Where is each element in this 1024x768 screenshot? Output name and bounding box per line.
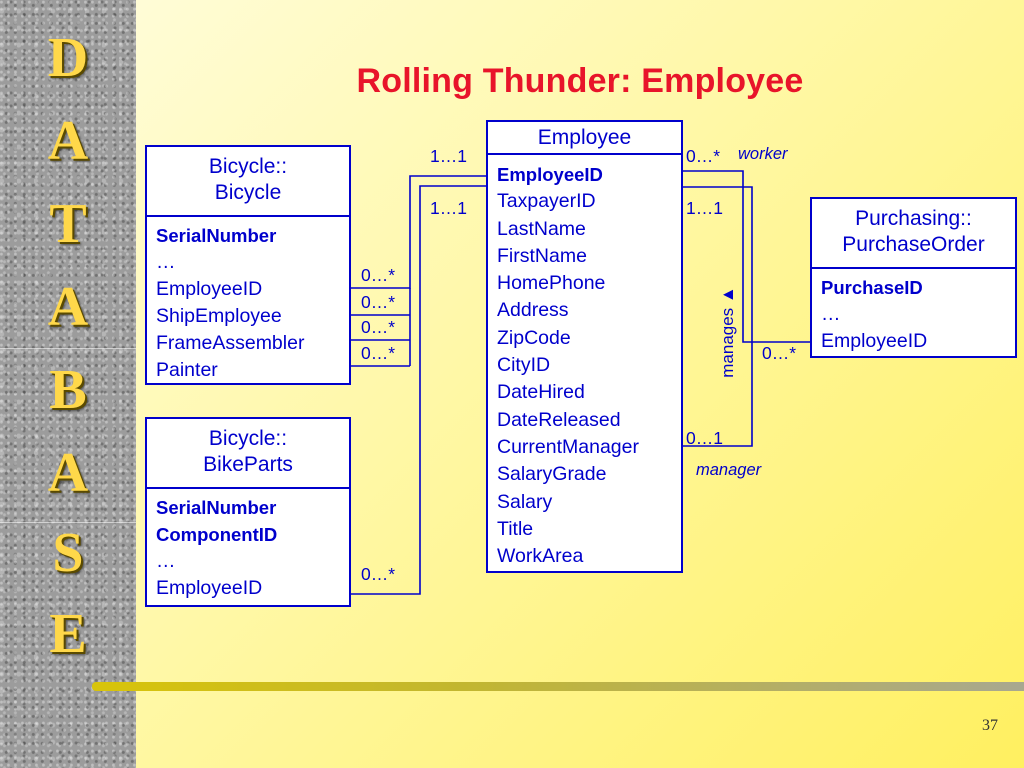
class-title: PurchaseOrder bbox=[842, 233, 985, 256]
attribute: WorkArea bbox=[497, 545, 584, 568]
granite-side-strip bbox=[0, 0, 136, 768]
attribute: Painter bbox=[156, 359, 218, 381]
side-letter: S bbox=[52, 522, 84, 584]
multiplicity-label: 1…1 bbox=[430, 146, 467, 166]
class-namespace: Bicycle:: bbox=[208, 155, 288, 178]
role-label-worker: worker bbox=[738, 145, 788, 163]
role-label-manages: manages ▲ bbox=[718, 286, 737, 378]
multiplicity-label: 1…1 bbox=[686, 198, 723, 218]
attribute: EmployeeID bbox=[497, 164, 603, 185]
attribute: SalaryGrade bbox=[497, 463, 607, 486]
strip-divider bbox=[0, 522, 136, 523]
attribute: SerialNumber bbox=[156, 497, 277, 518]
multiplicity-label: 0…* bbox=[686, 146, 721, 166]
employee-class-box[interactable]: Employee EmployeeID TaxpayerID LastName … bbox=[486, 120, 683, 573]
employee-attributes: EmployeeID TaxpayerID LastName FirstName… bbox=[488, 155, 681, 570]
attribute: FrameAssembler bbox=[156, 332, 305, 354]
side-letter: A bbox=[47, 110, 89, 172]
attribute: PurchaseID bbox=[821, 277, 923, 298]
role-label-manager: manager bbox=[696, 461, 762, 479]
side-letter: E bbox=[49, 603, 87, 665]
attribute: HomePhone bbox=[497, 272, 606, 295]
side-letter: B bbox=[49, 359, 87, 421]
attribute: ComponentID bbox=[156, 524, 278, 545]
multiplicity-label: 0…* bbox=[361, 564, 396, 584]
multiplicity-label: 0…* bbox=[361, 265, 396, 285]
multiplicity-label: 1…1 bbox=[430, 198, 467, 218]
bicycle-class-name: Bicycle:: Bicycle bbox=[147, 147, 349, 217]
attribute: Title bbox=[497, 517, 534, 540]
multiplicity-label: 0…* bbox=[762, 343, 797, 363]
purchase-order-class-box[interactable]: Purchasing:: PurchaseOrder PurchaseID … … bbox=[810, 197, 1017, 358]
attribute: FirstName bbox=[497, 244, 587, 267]
class-title: Bicycle bbox=[214, 181, 282, 204]
attribute: ZipCode bbox=[497, 326, 571, 349]
attribute: ShipEmployee bbox=[156, 305, 282, 327]
side-letter: A bbox=[47, 276, 89, 338]
slide-title: Rolling Thunder: Employee bbox=[356, 62, 804, 100]
bottom-rule bbox=[92, 682, 1024, 691]
bikeparts-employee-link bbox=[350, 185, 486, 595]
side-letter: A bbox=[47, 442, 89, 504]
class-namespace: Bicycle:: bbox=[208, 427, 288, 450]
employee-purchase-link bbox=[682, 170, 810, 343]
attribute: SerialNumber bbox=[156, 225, 277, 246]
attribute: EmployeeID bbox=[156, 577, 263, 599]
bikeparts-attributes: SerialNumber ComponentID … EmployeeID bbox=[147, 489, 349, 602]
attribute: EmployeeID bbox=[821, 330, 928, 352]
attribute: … bbox=[156, 550, 176, 572]
multiplicity-label: 0…* bbox=[361, 343, 396, 363]
bikeparts-class-name: Bicycle:: BikeParts bbox=[147, 419, 349, 489]
bicycle-attributes: SerialNumber … EmployeeID ShipEmployee F… bbox=[147, 217, 349, 384]
strip-divider bbox=[0, 348, 136, 349]
page-number: 37 bbox=[982, 717, 998, 734]
attribute: … bbox=[156, 251, 176, 273]
employee-manager-link bbox=[682, 186, 753, 447]
purchase-order-class-name: Purchasing:: PurchaseOrder bbox=[812, 199, 1015, 269]
attribute: DateHired bbox=[497, 381, 585, 404]
attribute: LastName bbox=[497, 217, 586, 240]
side-letter: T bbox=[49, 193, 87, 255]
attribute: TaxpayerID bbox=[497, 190, 596, 213]
bicycle-employee-link bbox=[350, 175, 486, 289]
attribute: … bbox=[821, 303, 841, 325]
class-title: BikeParts bbox=[203, 453, 293, 476]
attribute: DateReleased bbox=[497, 408, 621, 431]
attribute: Address bbox=[497, 299, 569, 322]
bicycle-class-box[interactable]: Bicycle:: Bicycle SerialNumber … Employe… bbox=[145, 145, 351, 385]
class-namespace: Purchasing:: bbox=[855, 207, 972, 230]
multiplicity-label: 0…* bbox=[361, 292, 396, 312]
multiplicity-label: 0…* bbox=[361, 317, 396, 337]
attribute: Salary bbox=[497, 490, 553, 513]
attribute: EmployeeID bbox=[156, 278, 263, 300]
purchase-order-attributes: PurchaseID … EmployeeID bbox=[812, 269, 1015, 355]
side-letter: D bbox=[47, 27, 89, 89]
employee-class-name: Employee bbox=[488, 122, 681, 155]
attribute: CurrentManager bbox=[497, 435, 639, 458]
attribute: CityID bbox=[497, 354, 551, 377]
multiplicity-label: 0…1 bbox=[686, 428, 723, 448]
bikeparts-class-box[interactable]: Bicycle:: BikeParts SerialNumber Compone… bbox=[145, 417, 351, 607]
